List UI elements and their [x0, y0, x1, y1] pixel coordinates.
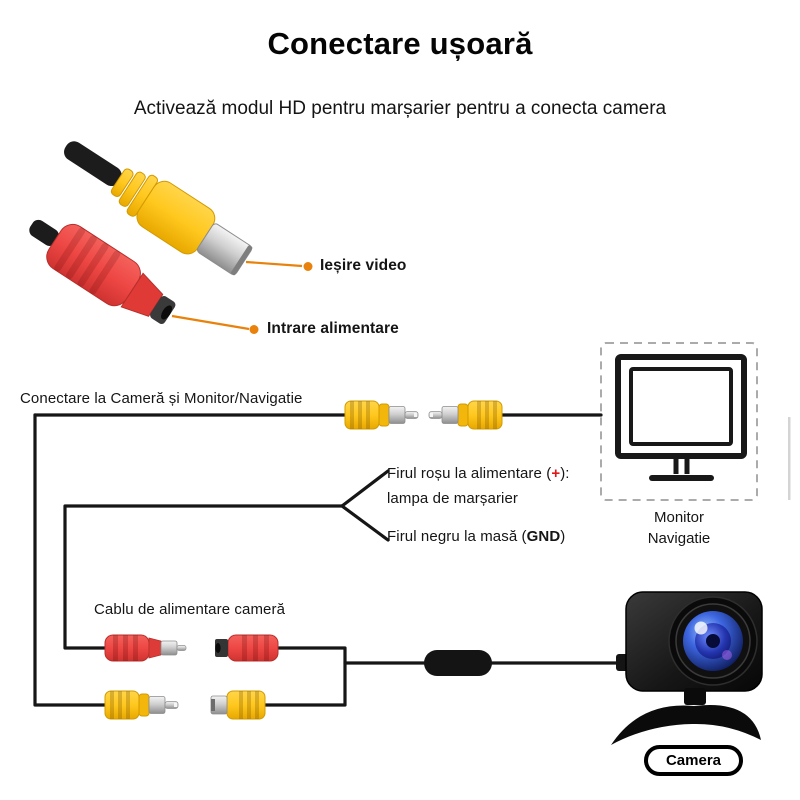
rca-female-plug-bottom [210, 690, 266, 720]
wiring-lines [33, 413, 634, 707]
black-wire-text: Firul negru la masă ( [387, 528, 527, 545]
callout-line-video [245, 260, 303, 268]
subtitle: Activează modul HD pentru marșarier pent… [133, 98, 667, 119]
video-cable [64, 141, 122, 187]
callout-line-power [171, 314, 250, 331]
rca-male-plug-bottom [104, 690, 179, 720]
wire-left-vertical [33, 413, 110, 707]
rca-male-plug-left [344, 400, 419, 430]
page-title: Conectare ușoară [267, 26, 533, 61]
red-wire-line1: Firul roșu la alimentare (+): [387, 461, 570, 486]
camera-badge: Camera [644, 745, 743, 776]
monitor-dashed-box [600, 342, 758, 501]
right-edge-line [788, 417, 791, 500]
wire-power-branch-red [63, 469, 390, 650]
power-cable [29, 219, 59, 246]
camera-illustration [611, 591, 763, 745]
black-wire-label: Firul negru la masă (GND) [387, 528, 565, 545]
plus-symbol: + [551, 465, 561, 482]
callout-dot-power-icon [249, 325, 259, 334]
camera-mount-base [611, 704, 761, 745]
power-input-label: Intrare alimentare [267, 320, 399, 337]
video-output-label: Ieșire video [320, 257, 407, 274]
inline-filter-icon [424, 650, 492, 676]
connect-label: Conectare la Cameră și Monitor/Navigatie [20, 390, 303, 407]
rca-female-connector [64, 141, 253, 276]
camera-mount-post [684, 688, 706, 705]
camera-power-label: Cablu de alimentare cameră [94, 601, 286, 618]
red-wire-line2: lampa de marșarier [387, 490, 519, 507]
monitor-icon [615, 354, 747, 481]
red-wire-label: Firul roșu la alimentare (+): lampa de m… [387, 461, 570, 511]
red-wire-text-suffix: ): [560, 465, 570, 482]
wire-power-branch-black [340, 504, 390, 542]
callout-power [171, 314, 259, 334]
callout-video [245, 260, 313, 271]
callout-dot-video-icon [303, 262, 313, 271]
wire-bottom-junction [261, 646, 347, 707]
gnd-text: GND [526, 528, 561, 545]
dc-male-plug-bottom [104, 634, 187, 662]
monitor-label: Monitor Navigatie [601, 507, 757, 549]
dc-female-plug-bottom [214, 634, 279, 662]
red-wire-text: Firul roșu la alimentare ( [387, 465, 552, 482]
monitor-label-line2: Navigatie [647, 530, 711, 547]
monitor-label-line1: Monitor [653, 509, 705, 526]
black-wire-text-suffix: ) [560, 528, 566, 545]
rca-male-plug-right [428, 400, 503, 430]
dc-female-connector [29, 219, 176, 324]
